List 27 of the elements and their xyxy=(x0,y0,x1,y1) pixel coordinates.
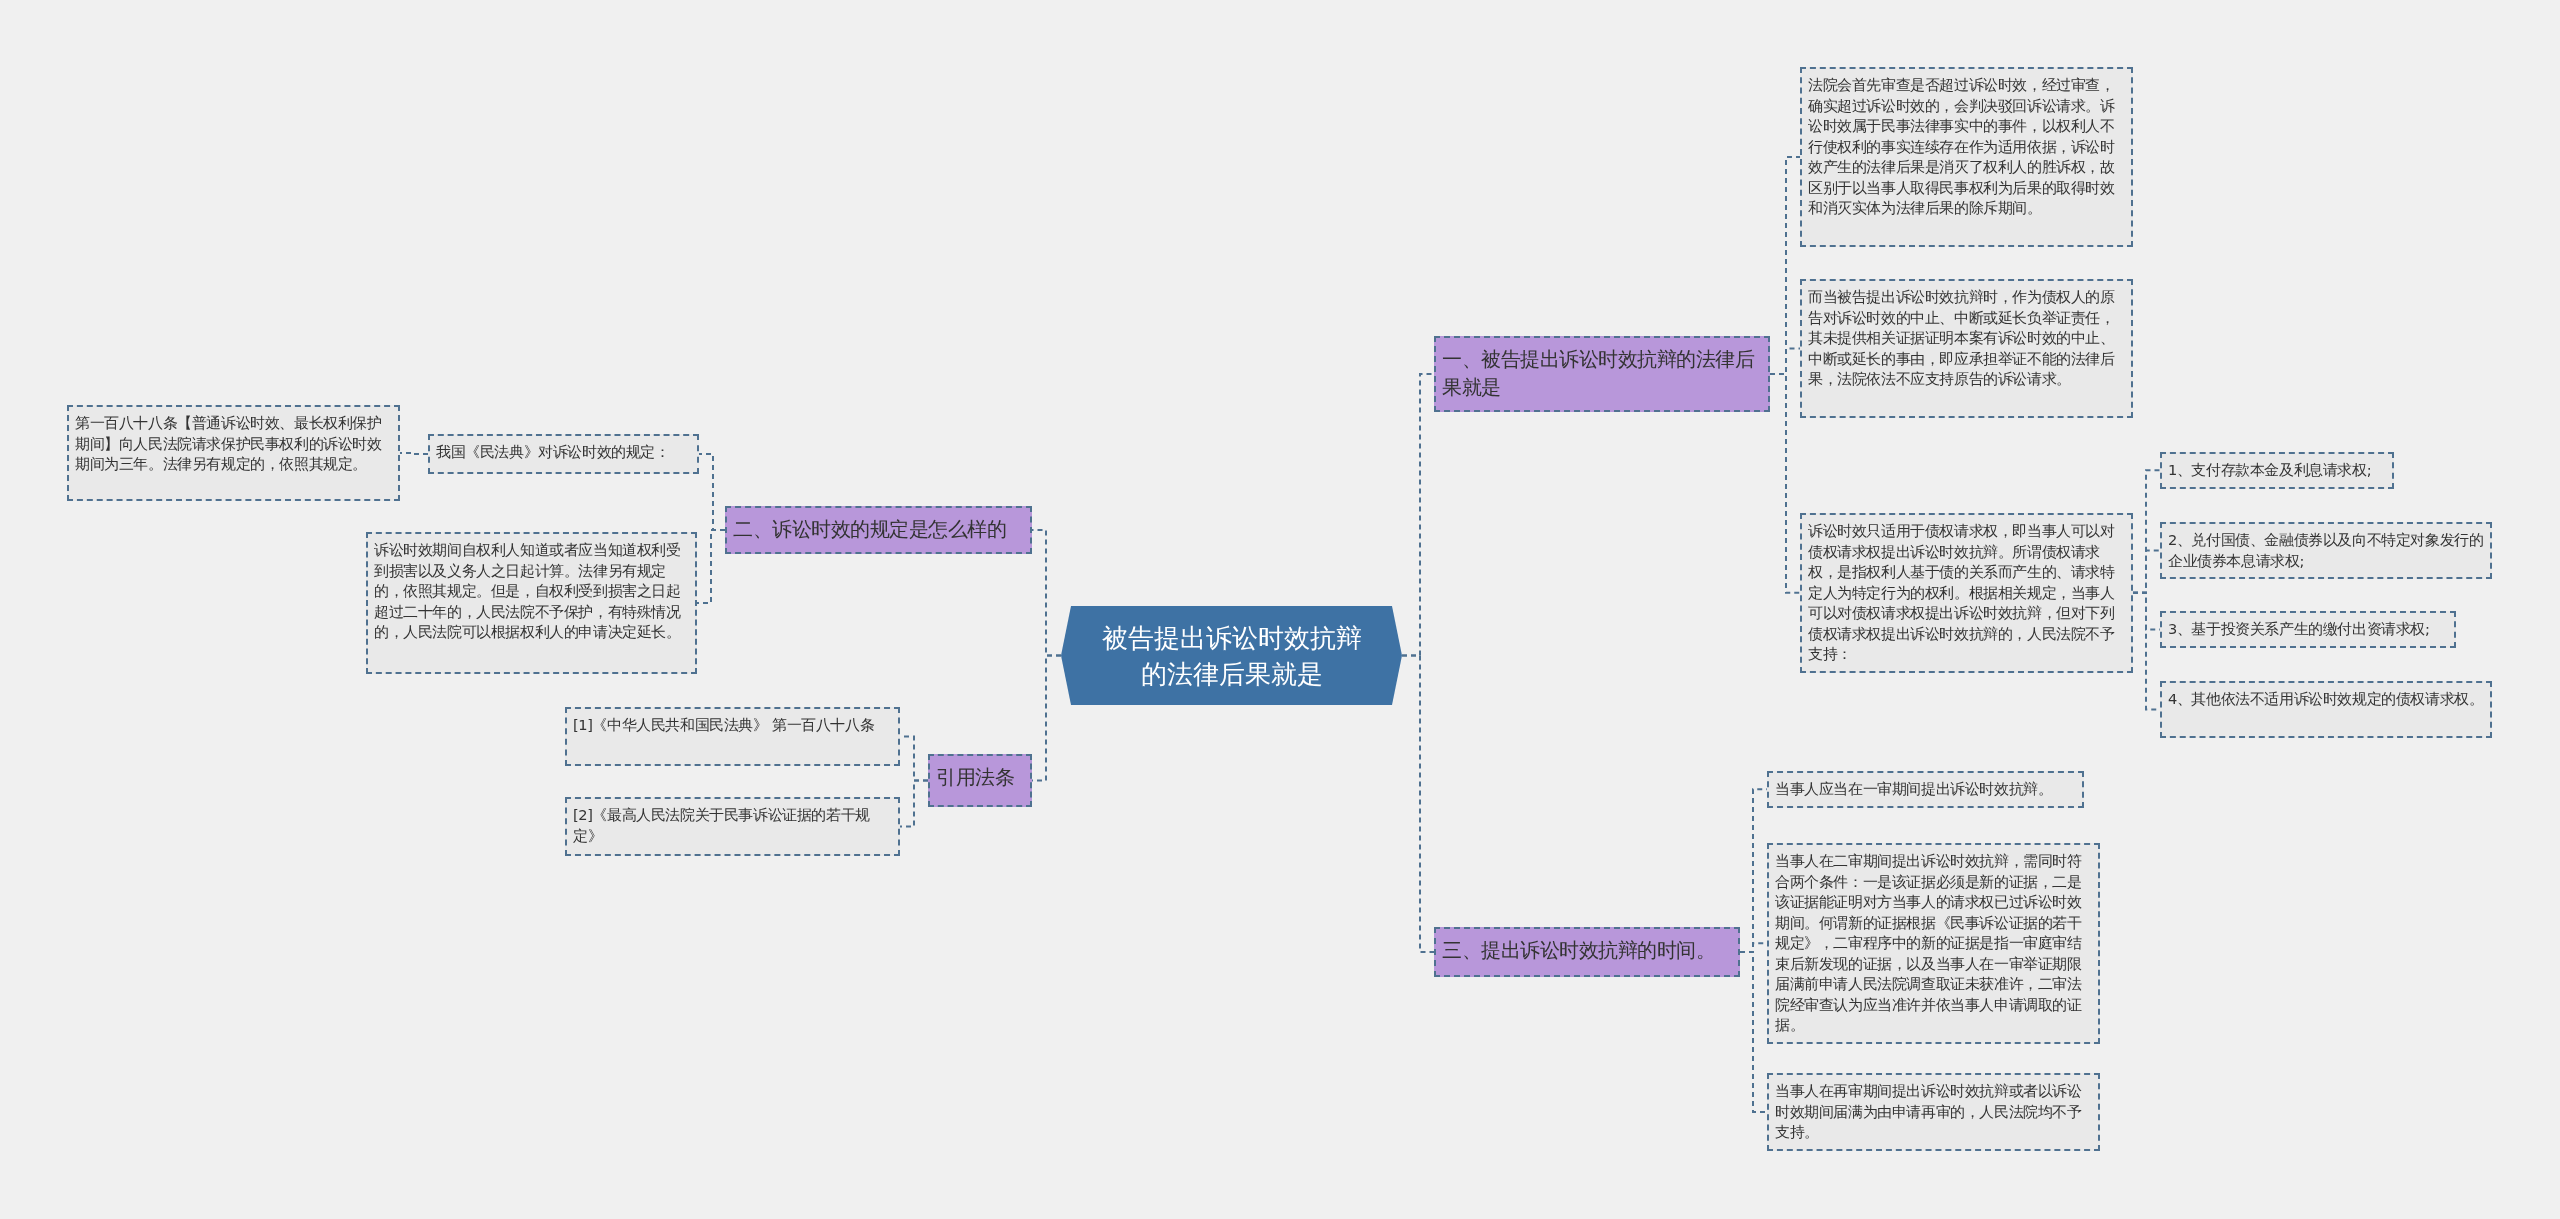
topic-box: 二、诉讼时效的规定是怎么样的 xyxy=(725,506,1032,554)
central-topic: 被告提出诉讼时效抗辩的法律后果就是 xyxy=(1061,606,1402,705)
text-box: [1]《中华人民共和国民法典》 第一百八十八条 xyxy=(565,707,900,766)
text-box: 诉讼时效期间自权利人知道或者应当知道权利受到损害以及义务人之日起计算。法律另有规定的，依照其规定。但是，自权利受到损害之日起超过二十年的，人民法院不予保护，有特殊情况的，人民法院可以根据权利人的申请决定延长。 xyxy=(366,532,697,674)
text-box: 我国《民法典》对诉讼时效的规定： xyxy=(428,434,699,474)
text-box: 2、兑付国债、金融债券以及向不特定对象发行的企业债券本息请求权; xyxy=(2160,522,2492,579)
connector-line xyxy=(696,529,726,604)
text-box: 当事人在再审期间提出诉讼时效抗辩或者以诉讼时效期间届满为由申请再审的，人民法院均不予支持。 xyxy=(1767,1073,2100,1151)
topic-box: 三、提出诉讼时效抗辩的时间。 xyxy=(1434,927,1740,977)
topic-box: 一、被告提出诉讼时效抗辩的法律后果就是 xyxy=(1434,336,1770,412)
connector-line xyxy=(1031,654,1062,782)
text-box: 3、基于投资关系产生的缴付出资请求权; xyxy=(2160,611,2456,648)
connector-line xyxy=(1401,654,1435,953)
text-box: 1、支付存款本金及利息请求权; xyxy=(2160,452,2394,489)
connector-line xyxy=(399,452,429,455)
connector-line xyxy=(1739,951,1768,1113)
text-box: [2]《最高人民法院关于民事诉讼证据的若干规定》 xyxy=(565,797,900,856)
connector-line xyxy=(899,779,929,828)
connector-line xyxy=(1769,373,1801,594)
text-box: 第一百八十八条【普通诉讼时效、最长权利保护期间】向人民法院请求保护民事权利的诉讼时效期间为三年。法律另有规定的，依照其规定。 xyxy=(67,405,400,501)
text-box: 而当被告提出诉讼时效抗辩时，作为债权人的原告对诉讼时效的中止、中断或延长负举证责任，其未提供相关证据证明本案有诉讼时效的中止、中断或延长的事由，即应承担举证不能的法律后果，法院依法不应支持原告的诉讼请求。 xyxy=(1800,279,2133,418)
text-box: 诉讼时效只适用于债权请求权，即当事人可以对债权请求权提出诉讼时效抗辩。所谓债权请求权，是指权利人基于债的关系而产生的、请求特定人为特定行为的权利。根据相关规定，当事人可以对债权请求权提出诉讼时效抗辩，但对下列债权请求权提出诉讼时效抗辩的，人民法院不予支持： xyxy=(1800,513,2133,673)
text-box: 4、其他依法不适用诉讼时效规定的债权请求权。 xyxy=(2160,681,2492,738)
topic-box: 引用法条 xyxy=(928,754,1032,807)
text-box: 当事人在二审期间提出诉讼时效抗辩，需同时符合两个条件：一是该证据必须是新的证据，二是该证据能证明对方当事人的请求权已过诉讼时效期间。何谓新的证据根据《民事诉讼证据的若干规定》，二审程序中的新的证据是指一审庭审结束后新发现的证据，以及当事人在一审举证期限届满前申请人民法院调查取证未获准许，二审法院经审查认为应当准许并依当事人申请调取的证据。 xyxy=(1767,843,2100,1044)
text-box: 法院会首先审查是否超过诉讼时效，经过审查，确实超过诉讼时效的，会判决驳回诉讼请求。诉讼时效属于民事法律事实中的事件，以权利人不行使权利的事实连续存在作为适用依据，诉讼时效产生的法律后果是消灭了权利人的胜诉权，故区别于以当事人取得民事权利为后果的取得时效和消灭实体为法律后果的除斥期间。 xyxy=(1800,67,2133,247)
text-box: 当事人应当在一审期间提出诉讼时效抗辩。 xyxy=(1767,771,2084,808)
